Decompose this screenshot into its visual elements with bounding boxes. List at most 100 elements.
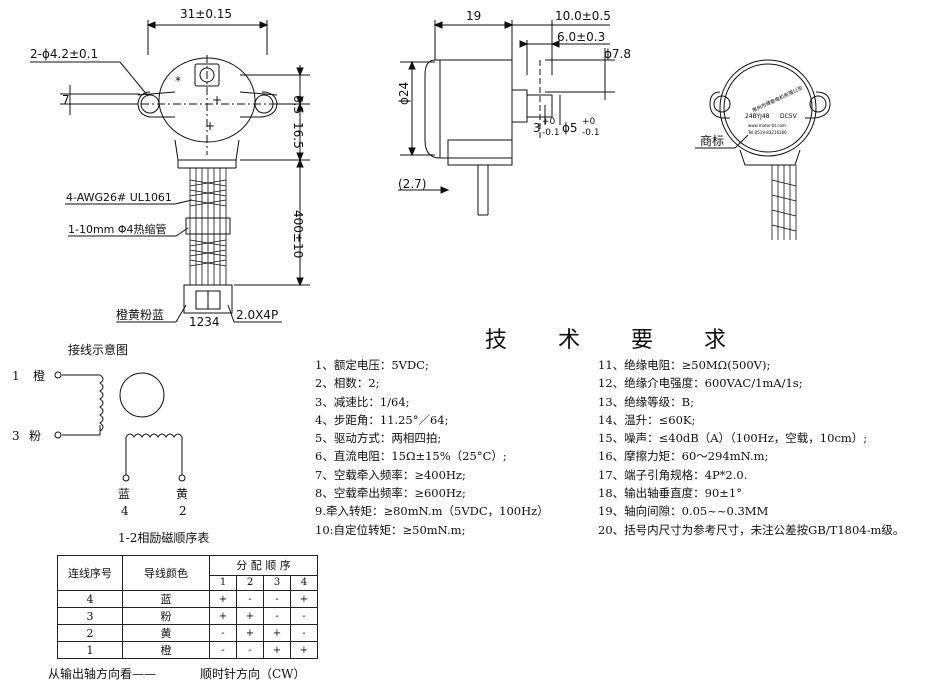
label-voltage: DC5V xyxy=(780,113,798,120)
side-view xyxy=(398,20,615,216)
row-cell: + xyxy=(236,624,264,642)
req-17: 17、端子引角规格：4P*2.0. xyxy=(598,467,748,482)
row-cell: + xyxy=(290,641,318,659)
row-cell: - xyxy=(263,607,291,625)
requirements-title: 技 术 要 求 xyxy=(485,328,748,353)
row-cell: - xyxy=(209,641,237,659)
rotation-direction: 顺时针方向（CW） xyxy=(200,667,306,681)
row-cell: + xyxy=(209,590,237,608)
req-12: 12、绝缘介电强度：600VAC/1mA/1s; xyxy=(598,376,803,391)
dim-7: 7 xyxy=(62,93,70,107)
label-model: 24BYJ48 xyxy=(745,113,770,120)
dim-5-tol-up: +0 xyxy=(582,117,596,127)
req-8: 8、空载牵出频率：≥600Hz; xyxy=(315,486,466,501)
req-9: 9.牵入转矩：≥80mN.m（5VDC，100Hz） xyxy=(315,504,549,519)
wire-2-number: 2 xyxy=(179,504,187,518)
req-5: 5、驱动方式：两相四拍; xyxy=(315,431,442,446)
req-19: 19、轴向间隙：0.05~~0.3MM xyxy=(598,504,769,519)
requirements-right: 11、绝缘电阻：≥50MΩ(500V); 12、绝缘介电强度：600VAC/1m… xyxy=(598,356,904,539)
trademark-label: 商标 xyxy=(700,133,724,148)
wire-colors: 橙黄粉蓝 xyxy=(116,307,164,322)
table-row: 3 粉 + + - - xyxy=(57,607,318,625)
step-header: 2 xyxy=(236,574,264,592)
row-cell: - xyxy=(290,624,318,642)
req-1: 1、额定电压：5VDC; xyxy=(315,358,429,372)
row-cell: - xyxy=(290,607,318,625)
dim-10: 10.0±0.5 xyxy=(555,9,611,23)
label-tel: Tel:0519-83216366 xyxy=(747,130,787,135)
svg-text:+: + xyxy=(212,93,222,107)
wiring-title: 接线示意图 xyxy=(68,342,128,357)
dim-holes: 2-ϕ4.2±0.1 xyxy=(30,47,98,61)
req-13: 13、绝缘等级：B; xyxy=(598,394,694,409)
label-web: www.motor-bt.com xyxy=(748,123,786,128)
row-color: 黄 xyxy=(122,624,210,642)
row-cell: - xyxy=(209,624,237,642)
dim-16-5: 16.5 xyxy=(291,122,305,149)
dim-7-8: ϕ7.8 xyxy=(604,47,631,61)
row-cell: + xyxy=(290,590,318,608)
row-lead: 2 xyxy=(57,624,123,642)
view-from-note: 从输出轴方向看—— xyxy=(48,667,157,681)
col-color-header: 导线颜色 xyxy=(122,555,210,591)
wire-3-number: 3 xyxy=(12,429,20,443)
svg-text:+: + xyxy=(205,119,215,133)
label-company: 常州市博泰电机有限公司 xyxy=(751,85,804,115)
excitation-sequence-table: 连线序号 导线颜色 分 配 顺 序 1 2 3 4 4 蓝 + - - + 3 … xyxy=(57,555,318,659)
front-view: + + * xyxy=(30,20,310,323)
dim-6-5: 6.5 xyxy=(291,95,305,114)
col-order-header: 分 配 顺 序 xyxy=(209,555,318,576)
svg-text:*: * xyxy=(175,74,181,88)
wire-4-number: 4 xyxy=(121,504,129,518)
dim-19: 19 xyxy=(466,9,481,23)
dim-3: 3 xyxy=(533,121,541,135)
dim-3-tol-up: +0 xyxy=(542,117,556,127)
req-6: 6、直流电阻：15Ω±15%（25°C）; xyxy=(315,449,507,464)
row-lead: 1 xyxy=(57,641,123,659)
col-lead-header: 连线序号 xyxy=(57,555,123,591)
req-10: 10:自定位转矩：≥50mN.m; xyxy=(315,522,466,537)
row-cell: - xyxy=(263,590,291,608)
wire-4-color: 蓝 xyxy=(118,487,130,501)
row-cell: + xyxy=(209,607,237,625)
dim-5: ϕ5 xyxy=(562,121,578,135)
row-cell: - xyxy=(236,590,264,608)
req-15: 15、噪声：≤40dB（A）（100Hz，空载，10cm）; xyxy=(598,431,868,446)
table-row: 2 黄 - + + - xyxy=(57,624,318,642)
wire-1-number: 1 xyxy=(12,369,20,383)
row-cell: + xyxy=(236,607,264,625)
dim-24: ϕ24 xyxy=(397,82,411,105)
row-lead: 4 xyxy=(57,590,123,608)
dim-3-tol-dn: -0.1 xyxy=(542,128,560,138)
dim-lead-length: 400±10 xyxy=(291,210,305,258)
table-row: 4 蓝 + - - + xyxy=(57,590,318,608)
step-header: 4 xyxy=(290,574,318,592)
dim-6: 6.0±0.3 xyxy=(557,30,605,44)
requirements-left: 1、额定电压：5VDC; 2、相数：2; 3、减速比：1/64; 4、步距角：1… xyxy=(315,356,549,539)
step-header: 3 xyxy=(263,574,291,592)
sequence-title: 1-2相励磁顺序表 xyxy=(118,530,209,545)
pin-numbers: 1234 xyxy=(189,315,220,329)
wire-2-color: 黄 xyxy=(176,487,188,501)
req-18: 18、输出轴垂直度：90±1° xyxy=(598,486,742,501)
connector-spec: 2.0X4P xyxy=(236,308,278,322)
row-color: 蓝 xyxy=(122,590,210,608)
wire-3-color: 粉 xyxy=(29,429,41,443)
req-20: 20、括号内尺寸为参考尺寸，未注公差按GB/T1804-m级。 xyxy=(598,522,905,537)
req-11: 11、绝缘电阻：≥50MΩ(500V); xyxy=(598,358,771,372)
dim-width: 31±0.15 xyxy=(180,7,232,21)
step-header: 1 xyxy=(209,574,237,592)
row-cell: + xyxy=(263,624,291,642)
row-cell: + xyxy=(263,641,291,659)
wire-1-color: 橙 xyxy=(33,368,45,383)
label-view xyxy=(695,59,831,240)
req-16: 16、摩擦力矩：60～294mN.m; xyxy=(598,449,769,464)
dim-5-tol-dn: -0.1 xyxy=(582,128,600,138)
req-2: 2、相数：2; xyxy=(315,376,380,391)
req-3: 3、减速比：1/64; xyxy=(315,394,410,409)
table-row: 1 橙 - - + + xyxy=(57,641,318,659)
wire-spec: 4-AWG26# UL1061 xyxy=(66,191,172,204)
wiring-schematic xyxy=(54,371,186,482)
